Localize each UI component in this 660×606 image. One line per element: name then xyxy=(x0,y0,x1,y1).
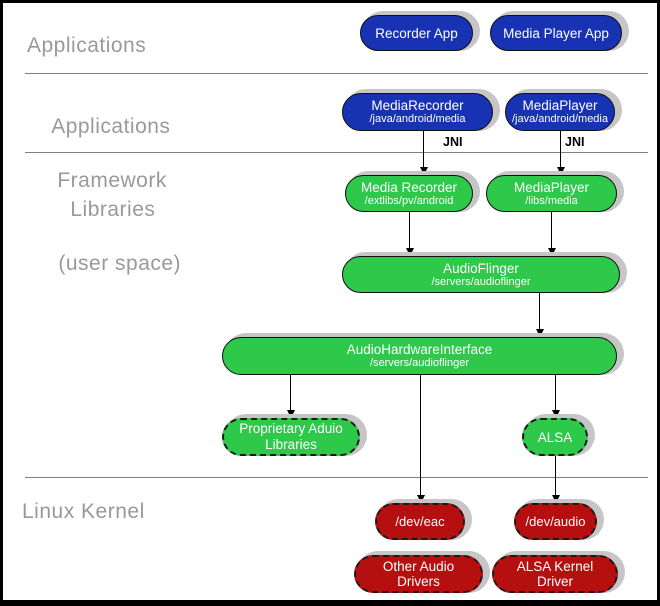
divider-libraries-kernel xyxy=(25,477,648,478)
node-title: Media Recorder xyxy=(360,179,458,195)
node-subtitle: /servers/audioflinger xyxy=(431,275,531,288)
node-mediaplayer-framework: MediaPlayer /java/android/media xyxy=(505,93,615,131)
section-label-linux-kernel: Linux Kernel xyxy=(22,500,145,523)
node-other-audio-drivers: Other Audio Drivers xyxy=(354,555,483,593)
divider-framework-libraries xyxy=(25,152,648,153)
libraries-label-line2: (user space) xyxy=(58,252,182,275)
node-dev-eac: /dev/eac xyxy=(375,503,465,540)
edge-playerlib-to-audioflinger xyxy=(548,212,556,256)
node-title: MediaPlayer xyxy=(522,98,598,113)
framework-label-line2: Framework xyxy=(57,169,167,192)
node-mediaplayer-lib: MediaPlayer /libs/media xyxy=(486,175,617,212)
node-subtitle: /libs/media xyxy=(525,194,578,207)
node-title: Media Player App xyxy=(503,25,609,41)
section-label-applications: Applications xyxy=(27,34,147,57)
edge-recorderlib-to-audioflinger xyxy=(406,212,414,256)
node-title: ALSA xyxy=(537,429,573,445)
edge-mediarecorder-to-lib xyxy=(420,131,428,175)
node-alsa-kernel-driver: ALSA Kernel Driver xyxy=(492,555,618,593)
node-subtitle: /java/android/media xyxy=(369,113,466,125)
node-subtitle: /servers/audioflinger xyxy=(369,357,470,369)
edge-ahi-to-dev-eac xyxy=(417,375,425,503)
node-title: ALSA Kernel Driver xyxy=(516,559,594,589)
node-audiohardwareinterface: AudioHardwareInterface /servers/audiofli… xyxy=(222,337,617,375)
section-label-libraries: Libraries (user space) xyxy=(33,169,181,304)
node-media-recorder-lib: Media Recorder /extlibs/pv/android xyxy=(345,175,473,212)
node-mediarecorder-framework: MediaRecorder /java/android/media xyxy=(342,93,493,131)
node-title: Recorder App xyxy=(375,25,458,41)
edge-ahi-to-proprietary xyxy=(287,375,295,418)
jni-label-right: JNI xyxy=(565,135,585,149)
node-title: MediaPlayer xyxy=(513,179,590,195)
edge-alsa-to-dev-audio xyxy=(552,456,560,503)
edge-audioflinger-to-ahi xyxy=(536,293,544,337)
node-title: AudioHardwareInterface xyxy=(346,342,493,357)
framework-label-line1: Applications xyxy=(51,115,171,138)
node-proprietary-audio-libraries: Proprietary Aduio Libraries xyxy=(222,418,360,456)
section-label-applications-framework: Applications Framework xyxy=(27,86,170,221)
node-title: MediaRecorder xyxy=(371,98,464,113)
node-subtitle: /java/android/media xyxy=(511,113,608,125)
node-title: AudioFlinger xyxy=(443,260,519,276)
node-dev-audio: /dev/audio xyxy=(514,503,597,540)
node-alsa: ALSA xyxy=(522,418,588,456)
node-title: Other Audio Drivers xyxy=(382,559,455,589)
node-title: Proprietary Aduio Libraries xyxy=(239,421,343,452)
node-title: /dev/eac xyxy=(395,514,445,529)
libraries-label-line1: Libraries xyxy=(70,198,156,221)
edge-mediaplayer-to-lib xyxy=(557,131,565,175)
node-audioflinger: AudioFlinger /servers/audioflinger xyxy=(342,256,620,293)
jni-label-left: JNI xyxy=(443,135,463,149)
node-subtitle: /extlibs/pv/android xyxy=(364,194,454,207)
divider-applications-framework xyxy=(25,73,648,74)
node-title: /dev/audio xyxy=(525,514,586,529)
edge-ahi-to-alsa xyxy=(552,375,560,418)
node-recorder-app: Recorder App xyxy=(360,15,473,51)
node-media-player-app: Media Player App xyxy=(490,15,622,51)
